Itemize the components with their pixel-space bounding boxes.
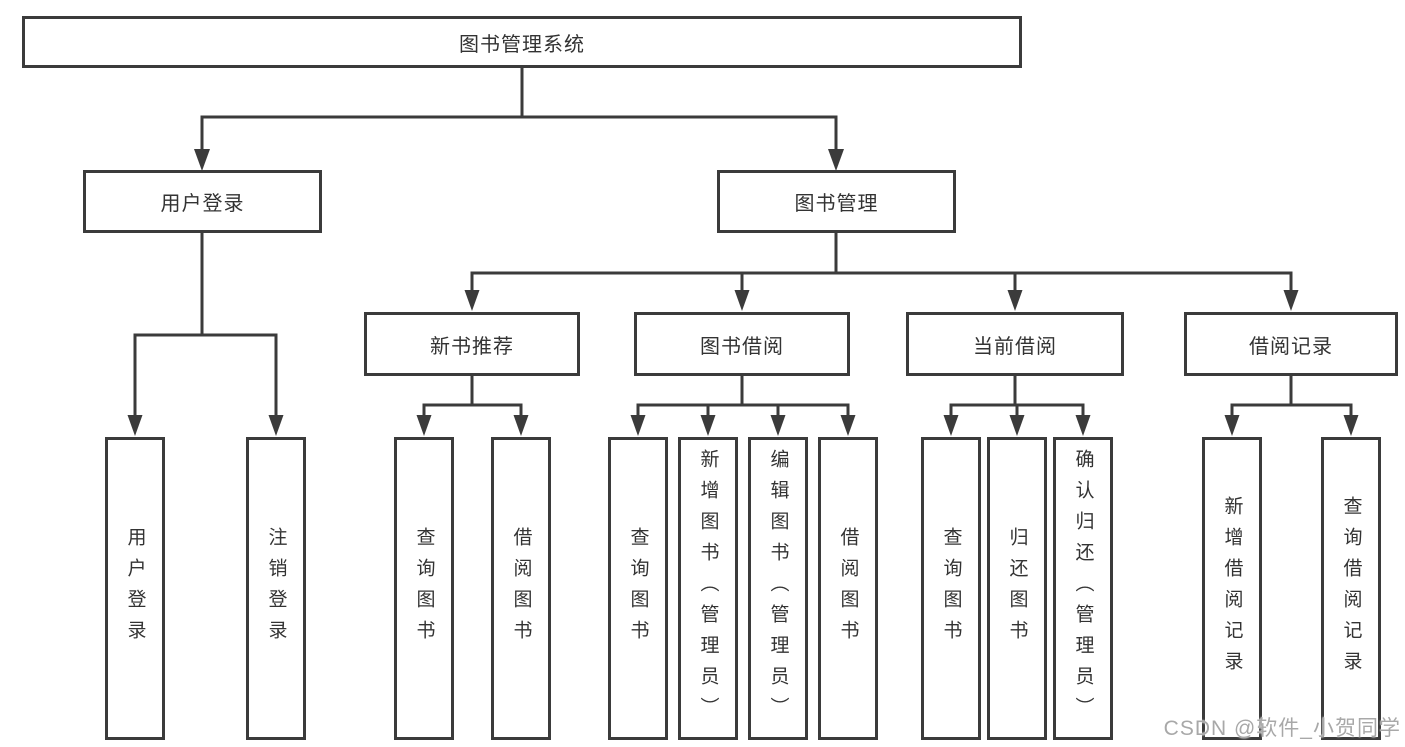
leaf-recommend-query-books-label: 查询图书: [413, 526, 435, 651]
leaf-records-query-borrow-record-label: 查询借阅记录: [1340, 495, 1362, 682]
node-borrow-records: 借阅记录: [1184, 312, 1398, 376]
node-user-login-label: 用户登录: [160, 193, 245, 215]
leaf-current-confirm-return-admin-label: 确认归还（管理员）: [1072, 449, 1094, 728]
leaf-recommend-borrow-books-label: 借阅图书: [510, 526, 532, 651]
node-book-borrow: 图书借阅: [634, 312, 850, 376]
leaf-records-add-borrow-record: 新增借阅记录: [1202, 437, 1262, 740]
leaf-user-login-label: 用户登录: [124, 526, 146, 651]
node-book-management: 图书管理: [717, 170, 956, 233]
node-borrow-records-label: 借阅记录: [1249, 335, 1333, 358]
node-book-management-label: 图书管理: [794, 193, 879, 215]
leaf-current-query-books-label: 查询图书: [940, 526, 962, 651]
leaf-recommend-query-books: 查询图书: [394, 437, 454, 740]
leaf-borrow-borrow-books-label: 借阅图书: [837, 526, 859, 651]
leaf-records-add-borrow-record-label: 新增借阅记录: [1221, 495, 1243, 682]
node-new-book-recommend: 新书推荐: [364, 312, 580, 376]
leaf-recommend-borrow-books: 借阅图书: [491, 437, 551, 740]
leaf-borrow-edit-books-admin: 编辑图书（管理员）: [748, 437, 808, 740]
csdn-watermark: CSDN @软件_小贺同学: [1163, 717, 1401, 740]
leaf-user-login: 用户登录: [105, 437, 165, 740]
leaf-current-return-books-label: 归还图书: [1006, 526, 1028, 651]
node-current-borrow-label: 当前借阅: [973, 335, 1057, 358]
leaf-borrow-query-books-label: 查询图书: [627, 526, 649, 651]
arrowheads: [127, 149, 1359, 436]
leaf-borrow-add-books-admin-label: 新增图书（管理员）: [697, 449, 719, 728]
leaf-current-confirm-return-admin: 确认归还（管理员）: [1053, 437, 1113, 740]
node-current-borrow: 当前借阅: [906, 312, 1124, 376]
node-book-borrow-label: 图书借阅: [700, 335, 784, 358]
leaf-current-query-books: 查询图书: [921, 437, 981, 740]
leaf-borrow-add-books-admin: 新增图书（管理员）: [678, 437, 738, 740]
node-user-login: 用户登录: [83, 170, 322, 233]
leaf-logout: 注销登录: [246, 437, 306, 740]
leaf-borrow-query-books: 查询图书: [608, 437, 668, 740]
leaf-logout-label: 注销登录: [265, 526, 287, 651]
leaf-borrow-edit-books-admin-label: 编辑图书（管理员）: [767, 449, 789, 728]
node-root: 图书管理系统: [22, 16, 1022, 68]
node-root-label: 图书管理系统: [459, 33, 585, 56]
leaf-records-query-borrow-record: 查询借阅记录: [1321, 437, 1381, 740]
leaf-current-return-books: 归还图书: [987, 437, 1047, 740]
node-new-book-recommend-label: 新书推荐: [430, 335, 514, 358]
leaf-borrow-borrow-books: 借阅图书: [818, 437, 878, 740]
